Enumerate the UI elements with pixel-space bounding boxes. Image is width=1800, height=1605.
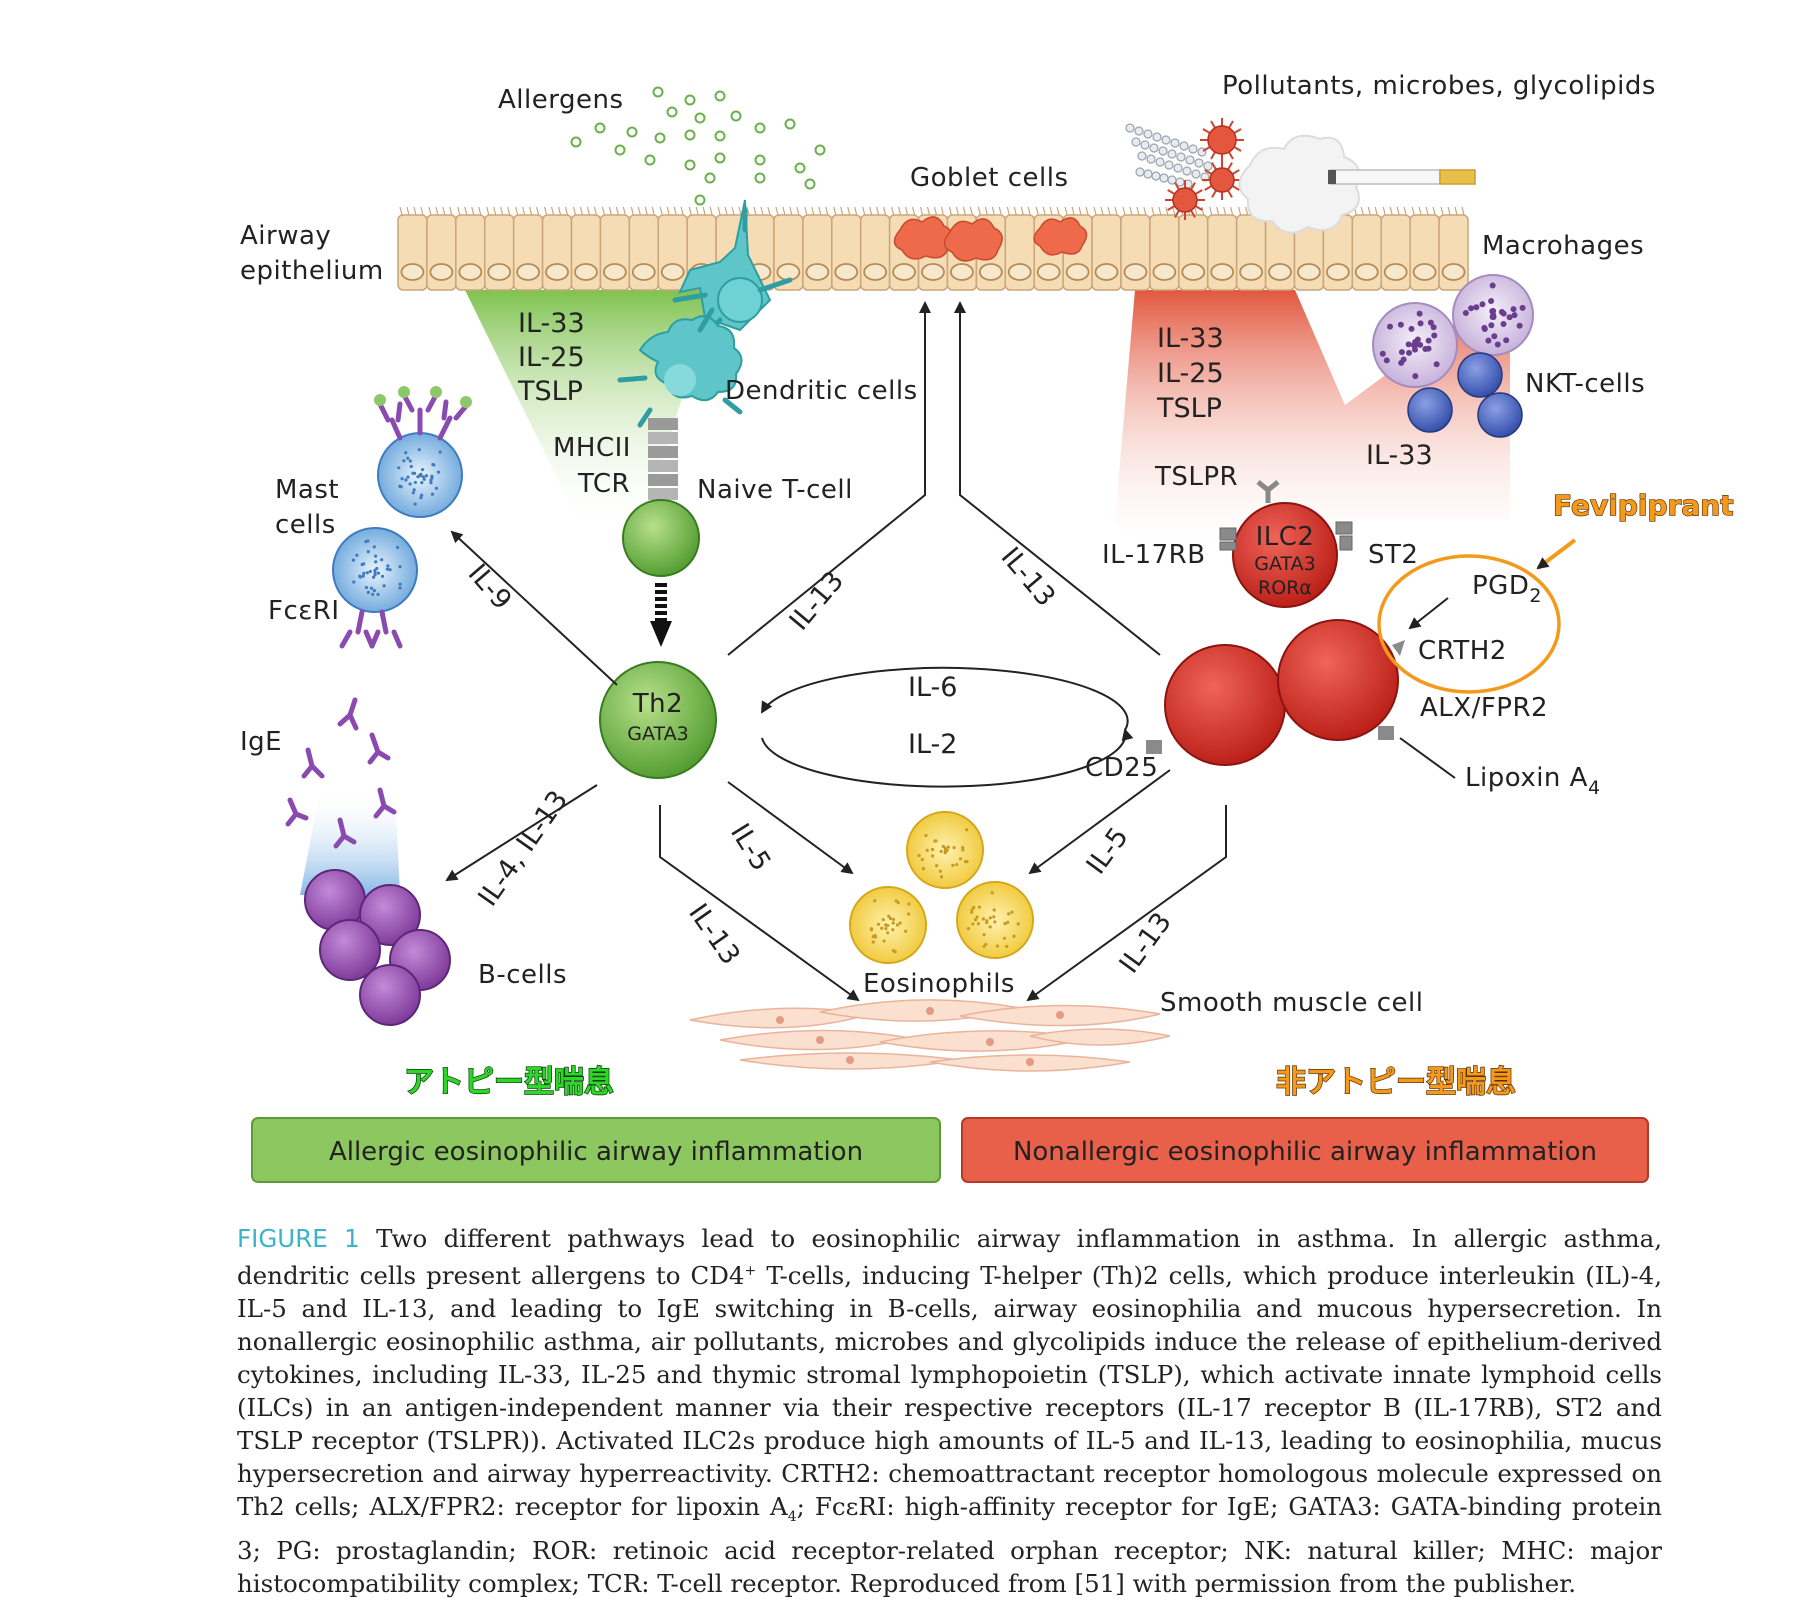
naive-t-cell-label: Naive T-cell — [697, 475, 853, 505]
fevipiprant-label: Fevipiprant — [1553, 489, 1734, 522]
b-cells-label: B-cells — [478, 960, 567, 990]
il2-label: IL-2 — [908, 729, 957, 760]
smooth-muscle-label: Smooth muscle cell — [1160, 988, 1423, 1018]
il5-left-label: IL-5 — [724, 818, 776, 876]
caption-part2: T-cells, inducing T-helper (Th)2 cells, … — [237, 1261, 1662, 1521]
mast-cells — [333, 433, 462, 612]
nkt-cells-label: NKT-cells — [1525, 369, 1645, 399]
figure-label: FIGURE 1 — [237, 1224, 360, 1253]
mast-cells-label-line1: Mast — [275, 475, 339, 505]
airway-label-line1: Airway — [240, 221, 331, 251]
right-il33-label: IL-33 — [1157, 323, 1224, 354]
il6-label: IL-6 — [908, 672, 957, 703]
caption-sup: + — [745, 1263, 757, 1279]
activated-ilc2-cells — [1146, 620, 1405, 765]
allergic-banner: Allergic eosinophilic airway inflammatio… — [252, 1118, 940, 1182]
st2-label: ST2 — [1368, 540, 1418, 570]
eosinophils-label: Eosinophils — [863, 969, 1015, 999]
pgd2-to-crth2-arrow — [1410, 598, 1448, 628]
left-tslp-label: TSLP — [517, 376, 583, 407]
b-cells — [305, 870, 450, 1025]
il9-label: IL-9 — [462, 558, 518, 616]
eosinophils — [850, 812, 1033, 963]
svg-text:RORα: RORα — [1258, 577, 1312, 599]
tslpr-label: TSLPR — [1154, 462, 1238, 492]
right-il25-label: IL-25 — [1157, 358, 1224, 389]
macrophages-label: Macrohages — [1482, 231, 1644, 261]
goblet-cells-label: Goblet cells — [910, 163, 1069, 193]
svg-text:Th2: Th2 — [632, 689, 683, 719]
eosinophilic-pathways-diagram: Th2 GATA3 — [0, 0, 1800, 1220]
left-il33-label: IL-33 — [518, 308, 585, 339]
allergens-label: Allergens — [498, 85, 624, 115]
lipoxin-label: Lipoxin A4 — [1465, 763, 1601, 799]
il13-down-right-label: IL-13 — [1114, 907, 1178, 979]
crth2-label: CRTH2 — [1418, 636, 1507, 666]
left-il25-label: IL-25 — [518, 342, 585, 373]
caption-sub: 4 — [788, 1509, 797, 1525]
il13-down-left-label: IL-13 — [682, 898, 746, 970]
il17rb-label: IL-17RB — [1102, 540, 1206, 570]
allergen-bound-dots — [374, 386, 472, 408]
ilc2-cell: ILC2 GATA3 RORα — [1233, 503, 1337, 607]
pollutants-label: Pollutants, microbes, glycolipids — [1222, 71, 1656, 101]
right-il33-b-label: IL-33 — [1366, 440, 1433, 471]
mast-cells-label-line2: cells — [275, 510, 336, 540]
lipoxin-line — [1400, 738, 1455, 778]
allergic-banner-text: Allergic eosinophilic airway inflammatio… — [329, 1137, 863, 1167]
naive-t-cell — [623, 500, 699, 576]
th2-cell: Th2 GATA3 — [600, 662, 716, 778]
svg-text:GATA3: GATA3 — [1254, 553, 1315, 575]
nonallergic-banner: Nonallergic eosinophilic airway inflamma… — [962, 1118, 1648, 1182]
nonatopic-asthma-heading: 非アトピー型喘息 — [1276, 1065, 1516, 1100]
il13-up-right-label: IL-13 — [995, 542, 1062, 613]
il4-il13-label: IL-4, IL-13 — [472, 785, 574, 912]
atopic-asthma-heading: アトピー型喘息 — [404, 1065, 614, 1100]
figure-caption: FIGURE 1 Two different pathways lead to … — [237, 1222, 1662, 1600]
mhcii-label: MHCII — [553, 433, 631, 463]
airway-label-line2: epithelium — [240, 256, 384, 286]
svg-text:GATA3: GATA3 — [627, 723, 688, 745]
cd25-label: CD25 — [1085, 753, 1158, 783]
goblet-cells — [894, 217, 1086, 261]
dendritic-cells-label: Dendritic cells — [725, 376, 918, 406]
crth2-highlight-ellipse — [1379, 556, 1559, 692]
fevipiprant-arrow — [1538, 540, 1575, 568]
smooth-muscle-cells — [690, 1000, 1170, 1071]
right-tslp-label: TSLP — [1156, 393, 1222, 424]
alx-fpr2-label: ALX/FPR2 — [1420, 693, 1548, 723]
fceri-label: FcεRI — [268, 596, 340, 626]
svg-text:ILC2: ILC2 — [1256, 522, 1315, 552]
tcr-label: TCR — [577, 469, 630, 499]
ige-label: IgE — [240, 727, 282, 757]
nonallergic-banner-text: Nonallergic eosinophilic airway inflamma… — [1013, 1137, 1597, 1167]
